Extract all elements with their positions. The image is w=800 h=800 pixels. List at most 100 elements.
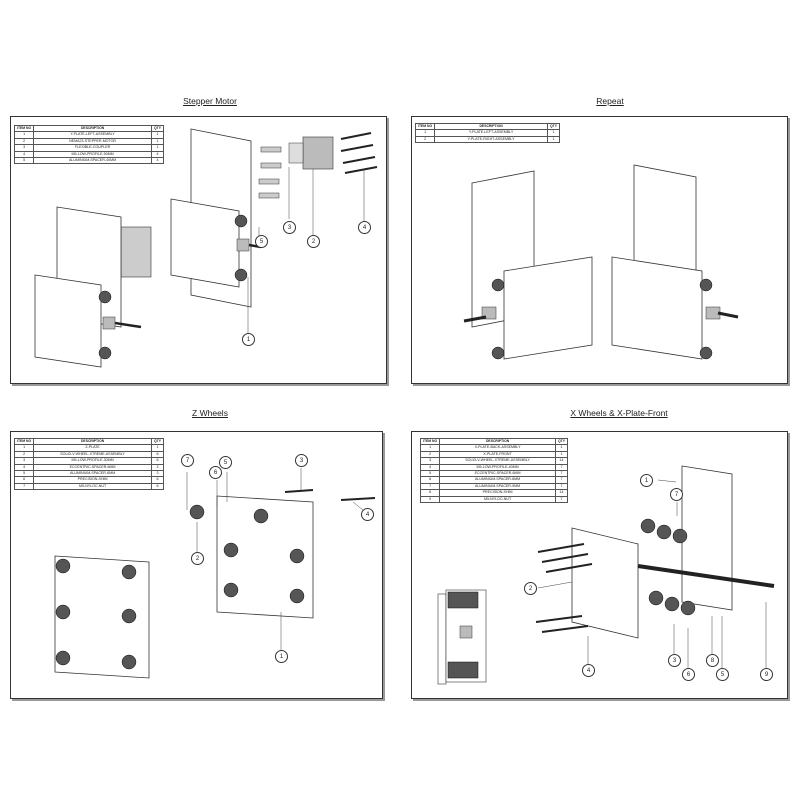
- callout-6: 6: [682, 668, 695, 681]
- callout-1: 1: [640, 474, 653, 487]
- bom-cell-no: 9: [419, 495, 441, 504]
- callout-8: 8: [706, 654, 719, 667]
- bom-header-qty: QTY: [555, 437, 568, 446]
- bom-cell-qty: 1: [151, 444, 164, 452]
- callout-5: 5: [255, 235, 268, 248]
- bom-cell-qty: 7: [555, 495, 568, 504]
- bom-cell-qty: 6: [151, 476, 164, 484]
- bom-cell-qty: 1: [547, 135, 560, 144]
- callout-5: 5: [716, 668, 729, 681]
- bom-cell-no: 2: [419, 450, 441, 459]
- bom-cell-qty: 3: [151, 469, 164, 478]
- bom-cell-no: 5: [419, 469, 441, 478]
- bom-cell-qty: 1: [151, 144, 164, 152]
- bom-cell-no: 3: [13, 457, 35, 465]
- bom-cell-qty: 1: [555, 444, 568, 452]
- bom-header-no: ITEM NO: [419, 437, 441, 446]
- bom-cell-no: 1: [419, 444, 441, 452]
- bom-cell-qty: 1: [151, 131, 164, 139]
- callout-1: 1: [242, 333, 255, 346]
- callout-5: 5: [219, 456, 232, 469]
- bom-header-qty: QTY: [547, 122, 560, 131]
- callout-3: 3: [283, 221, 296, 234]
- xwheels-title: X Wheels & X-Plate-Front: [570, 408, 668, 418]
- bom-header-no: ITEM NO: [13, 437, 35, 446]
- stepper-drawing: [34, 128, 378, 368]
- callout-4: 4: [582, 664, 595, 677]
- bom-cell-no: 1: [414, 129, 436, 137]
- callout-2: 2: [524, 582, 537, 595]
- bom-header-qty: QTY: [151, 124, 164, 133]
- zwheels-drawing: [54, 468, 376, 679]
- bom-header-qty: QTY: [151, 437, 164, 446]
- bom-cell-no: 5: [13, 156, 35, 165]
- callout-9: 9: [760, 668, 773, 681]
- bom-cell-no: 4: [419, 463, 441, 472]
- zwheels-title: Z Wheels: [192, 408, 228, 418]
- bom-cell-qty: 6: [151, 482, 164, 491]
- bom-cell-qty: 1: [547, 129, 560, 137]
- bom-cell-qty: 7: [555, 476, 568, 484]
- bom-cell-no: 4: [13, 150, 35, 159]
- stepper-title: Stepper Motor: [183, 96, 237, 106]
- bom-cell-qty: 14: [555, 457, 568, 465]
- callout-7: 7: [181, 454, 194, 467]
- bom-cell-qty: 7: [555, 482, 568, 491]
- callout-4: 4: [358, 221, 371, 234]
- callout-2: 2: [191, 552, 204, 565]
- bom-header-no: ITEM NO: [13, 124, 35, 133]
- repeat-title: Repeat: [596, 96, 624, 106]
- callout-1: 1: [275, 650, 288, 663]
- bom-cell-no: 3: [13, 144, 35, 152]
- bom-cell-no: 3: [419, 457, 441, 465]
- bom-cell-no: 4: [13, 463, 35, 472]
- bom-cell-no: 7: [13, 482, 35, 491]
- bom-cell-qty: 1: [555, 450, 568, 459]
- bom-cell-qty: 4: [151, 156, 164, 165]
- bom-cell-qty: 14: [555, 489, 568, 497]
- bom-header-no: ITEM NO: [414, 122, 436, 131]
- bom-cell-qty: 7: [555, 469, 568, 478]
- bom-cell-qty: 7: [555, 463, 568, 472]
- bom-cell-no: 2: [13, 137, 35, 146]
- bom-cell-qty: 4: [151, 150, 164, 159]
- bom-cell-no: 5: [13, 469, 35, 478]
- callout-7: 7: [670, 488, 683, 501]
- bom-cell-no: 6: [419, 476, 441, 484]
- bom-cell-no: 7: [419, 482, 441, 491]
- bom-cell-qty: 6: [151, 457, 164, 465]
- callout-3: 3: [295, 454, 308, 467]
- bom-cell-no: 2: [13, 450, 35, 459]
- bom-cell-no: 6: [13, 476, 35, 484]
- bom-cell-no: 2: [414, 135, 436, 144]
- bom-cell-qty: 6: [151, 450, 164, 459]
